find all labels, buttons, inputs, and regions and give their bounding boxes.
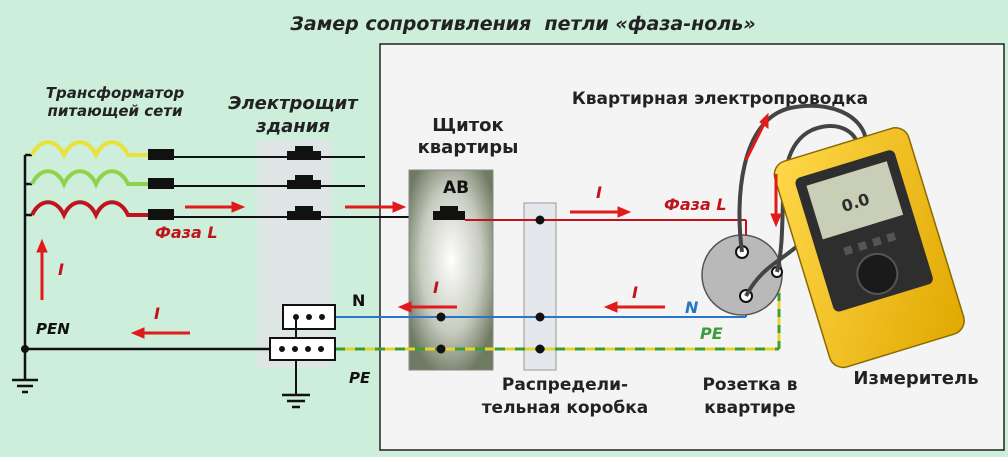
junction-dot	[436, 344, 446, 354]
neutral-label-left: N	[352, 291, 365, 310]
breaker-label: АВ	[443, 178, 469, 198]
coil-red	[30, 200, 148, 220]
ground-symbol-source	[12, 378, 38, 394]
junction-dot	[21, 345, 29, 353]
diagram-title: Замер сопротивления петли «фаза-ноль»	[289, 13, 755, 35]
coil-green	[30, 169, 148, 189]
transformer-label-line2: питающей сети	[47, 102, 183, 120]
junction-dot	[535, 344, 545, 354]
coil-yellow	[30, 140, 148, 160]
meter-screen	[806, 161, 904, 240]
pe-label-left: PE	[349, 369, 371, 387]
pe-label-right: PE	[700, 324, 723, 343]
building-panel-label-line2: здания	[255, 116, 330, 137]
meter-label: Измеритель	[853, 368, 978, 389]
phase-label-left: Фаза L	[155, 223, 218, 242]
current-label-neutral-left: I	[433, 278, 439, 297]
junction-box-label-line1: Распредели-	[502, 375, 628, 395]
terminal-dot	[305, 346, 311, 352]
terminal-dot	[279, 346, 285, 352]
breaker-contact	[433, 211, 465, 220]
current-arrows	[36, 112, 782, 339]
junction-dot	[535, 312, 545, 322]
terminal-dot	[292, 346, 298, 352]
junction-box	[523, 202, 557, 371]
socket-label-line2: квартире	[704, 398, 795, 418]
terminal-dot	[319, 314, 325, 320]
breaker-contact-top	[440, 206, 458, 211]
meter-dial	[856, 252, 899, 295]
current-label-phase: I	[596, 183, 602, 202]
current-label-neutral-right: I	[632, 283, 638, 302]
terminal-dot	[318, 346, 324, 352]
meter-device: 0.0	[773, 127, 965, 369]
apartment-panel-label-line1: Щиток	[432, 115, 504, 136]
apartment-panel-box	[408, 169, 494, 371]
apartment-panel-label-line2: квартиры	[418, 137, 519, 158]
ground-symbol-panel	[282, 393, 310, 409]
junction-dot	[535, 215, 545, 225]
transformer-label-line1: Трансформатор	[46, 84, 185, 102]
neutral-label-right: N	[685, 298, 699, 317]
junction-box-label-line2: тельная коробка	[482, 398, 649, 418]
building-panel-box	[257, 140, 332, 368]
pen-label: PEN	[36, 320, 70, 338]
probe-cable-1	[737, 103, 868, 253]
wiring-label: Квартирная электропроводка	[572, 89, 868, 109]
building-panel-label-line1: Электрощит	[228, 93, 359, 114]
pe-terminal-block	[269, 337, 336, 361]
supply-lines	[148, 146, 412, 220]
current-label-supply: I	[58, 260, 64, 279]
phase-label-right: Фаза L	[664, 195, 727, 214]
probe-cable-2	[775, 123, 861, 273]
junction-dot	[436, 312, 446, 322]
current-label-pen: I	[154, 304, 160, 323]
terminal-dot	[306, 314, 312, 320]
socket-label-line1: Розетка в	[702, 375, 797, 395]
